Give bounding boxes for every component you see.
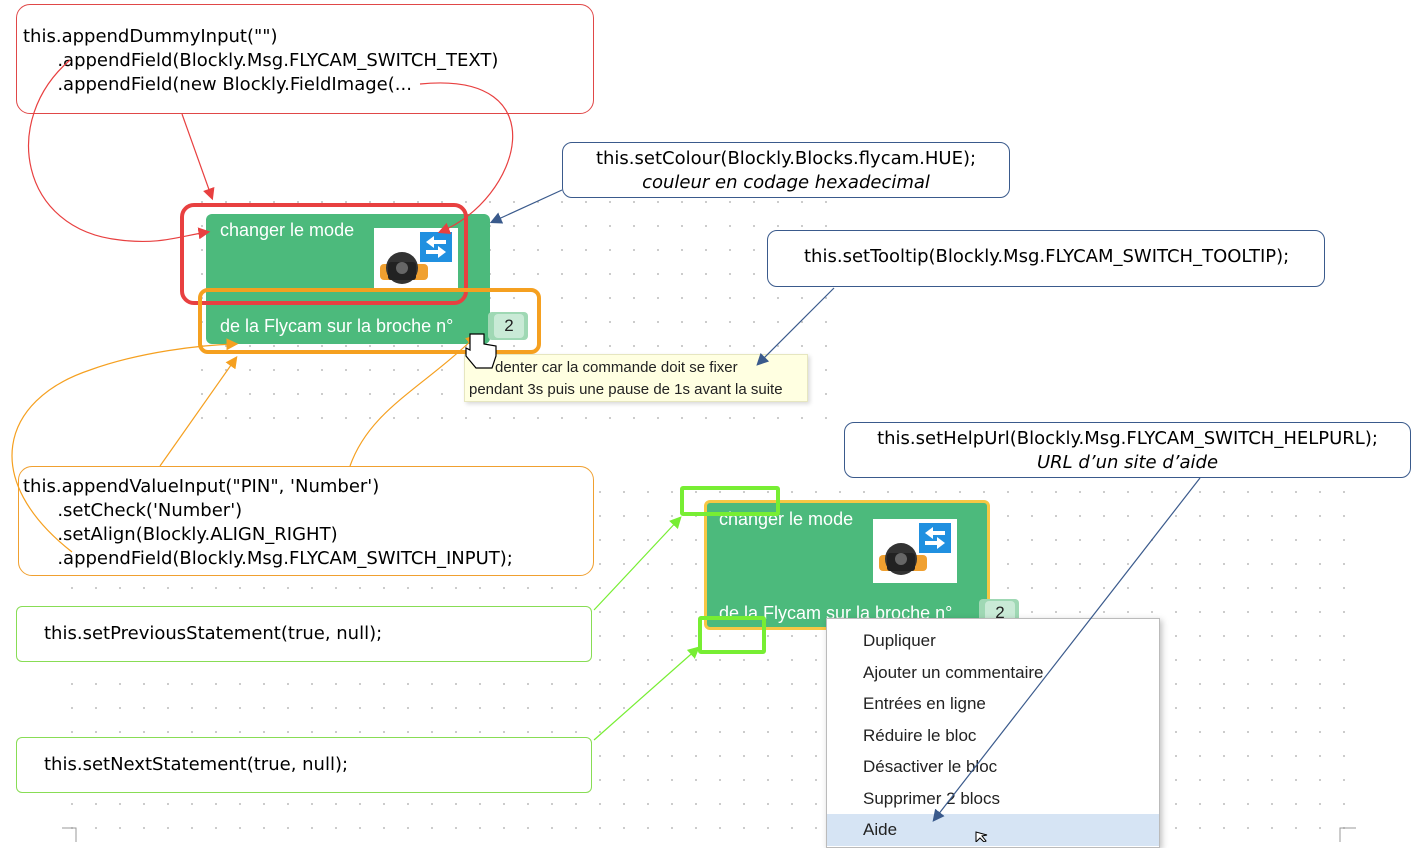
menu-item-desactiver-bloc[interactable]: Désactiver le bloc <box>863 757 998 776</box>
menu-item-aide[interactable]: Aide <box>827 814 1159 846</box>
callout-line: this.setPreviousStatement(true, null); <box>44 623 383 644</box>
arrow-orange-3 <box>349 334 478 467</box>
arrow-red-3 <box>419 82 514 234</box>
arrow-cursor-icon <box>975 831 988 842</box>
highlight-next-connector <box>698 616 766 654</box>
arrow-blue-colour <box>489 189 563 224</box>
callout-previous-statement: this.setPreviousStatement(true, null); <box>16 606 592 662</box>
callout-line: .appendField(new Blockly.FieldImage(... <box>23 74 412 95</box>
callout-dummy-input: this.appendDummyInput("") .appendField(B… <box>16 4 594 114</box>
highlight-value-input <box>198 288 541 354</box>
callout-line: this.appendValueInput("PIN", 'Number') <box>23 476 380 497</box>
menu-item-ajouter-commentaire[interactable]: Ajouter un commentaire <box>863 662 1044 682</box>
pin-value-field[interactable]: 2 <box>494 314 524 338</box>
arrow-green-next <box>593 646 700 741</box>
callout-line: .setAlign(Blockly.ALIGN_RIGHT) <box>23 524 338 545</box>
arrow-orange-1 <box>159 356 238 467</box>
arrow-blue-help <box>932 477 1201 822</box>
tooltip-line2: pendant 3s puis une pause de 1s avant la… <box>469 381 783 398</box>
callout-line: .appendField(Blockly.Msg.FLYCAM_SWITCH_T… <box>23 50 499 71</box>
arrow-red-1 <box>181 113 215 201</box>
hand-cursor-icon <box>465 333 497 369</box>
callout-tooltip: this.setTooltip(Blockly.Msg.FLYCAM_SWITC… <box>767 230 1325 287</box>
context-menu: Dupliquer Ajouter un commentaire Entrées… <box>826 618 1160 848</box>
arrow-orange-2 <box>11 338 239 553</box>
callout-line: this.setNextStatement(true, null); <box>44 754 349 775</box>
callout-line: .appendField(Blockly.Msg.FLYCAM_SWITCH_I… <box>23 548 513 569</box>
callout-value-input: this.appendValueInput("PIN", 'Number') .… <box>18 466 594 576</box>
callout-line: this.appendDummyInput("") <box>23 26 278 47</box>
callout-help-url: this.setHelpUrl(Blockly.Msg.FLYCAM_SWITC… <box>844 422 1411 478</box>
arrow-blue-tooltip <box>756 287 835 366</box>
arrow-green-previous <box>593 516 682 611</box>
callout-colour: this.setColour(Blockly.Blocks.flycam.HUE… <box>562 142 1010 198</box>
callout-next-statement: this.setNextStatement(true, null); <box>16 737 592 793</box>
flycam-image <box>374 228 458 292</box>
menu-item-reduire-bloc[interactable]: Réduire le bloc <box>863 725 977 745</box>
block-label-mode: changer le mode <box>220 220 355 240</box>
flycam-block-top[interactable]: changer le mode de la Flycam sur la broc… <box>206 214 528 344</box>
highlight-dummy-input <box>180 203 468 305</box>
tooltip-line1: denter car la commande doit se fixer <box>495 359 738 376</box>
callout-line: .setCheck('Number') <box>23 500 243 521</box>
menu-item-dupliquer[interactable]: Dupliquer <box>863 631 936 650</box>
callout-line: this.setHelpUrl(Blockly.Msg.FLYCAM_SWITC… <box>877 428 1378 449</box>
menu-item-supprimer-blocs[interactable]: Supprimer 2 blocs <box>863 788 1001 808</box>
block-tooltip: denter car la commande doit se fixer pen… <box>464 354 808 402</box>
callout-line: URL d’un site d’aide <box>1036 452 1219 473</box>
callout-line: this.setTooltip(Blockly.Msg.FLYCAM_SWITC… <box>804 246 1290 267</box>
callout-line: couleur en codage hexadecimal <box>642 172 930 193</box>
arrow-red-2 <box>27 59 211 243</box>
workspace-corner-mark <box>62 827 77 842</box>
highlight-previous-connector <box>680 486 780 516</box>
callout-line: this.setColour(Blockly.Blocks.flycam.HUE… <box>595 148 977 169</box>
menu-item-entrees-en-ligne[interactable]: Entrées en ligne <box>863 694 986 713</box>
workspace-corner-mark <box>1339 827 1356 842</box>
flycam-image <box>873 519 957 583</box>
block-label-pin: de la Flycam sur la broche n° <box>220 316 454 336</box>
